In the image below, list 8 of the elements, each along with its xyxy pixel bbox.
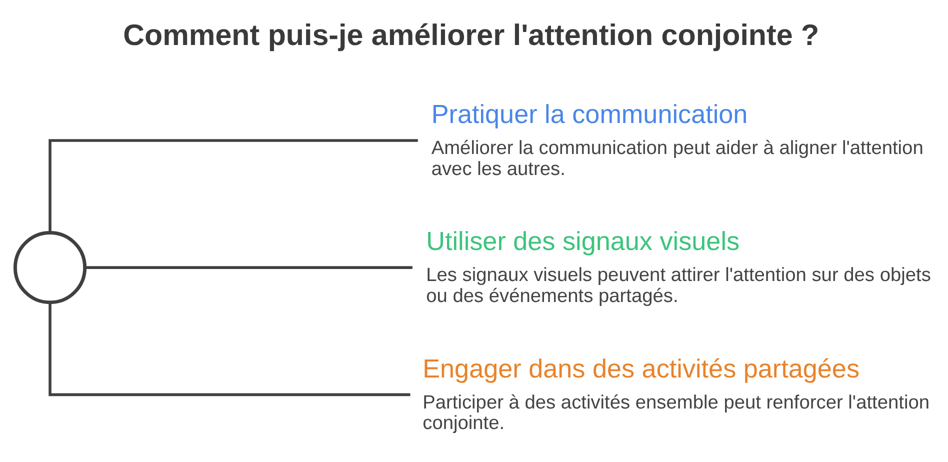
node-text: Utiliser des signaux visuels Les signaux visuels peuvent attirer l'attention sur des objets ou des événements partagés.: [426, 226, 931, 308]
connector: [85, 266, 412, 269]
diagram-title: Comment puis-je améliorer l'attention conjointe ?: [123, 18, 820, 52]
node-circle: [13, 231, 87, 304]
connector: [48, 302, 410, 396]
node-text: Engager dans des activités partagées Participer à des activités ensemble peut renforcer l'attention conjointe.: [422, 353, 930, 434]
connector: [48, 139, 418, 232]
node-text: Pratiquer la communication Améliorer la communication peut aider à aligner l'attention avec les autres.: [431, 99, 924, 180]
